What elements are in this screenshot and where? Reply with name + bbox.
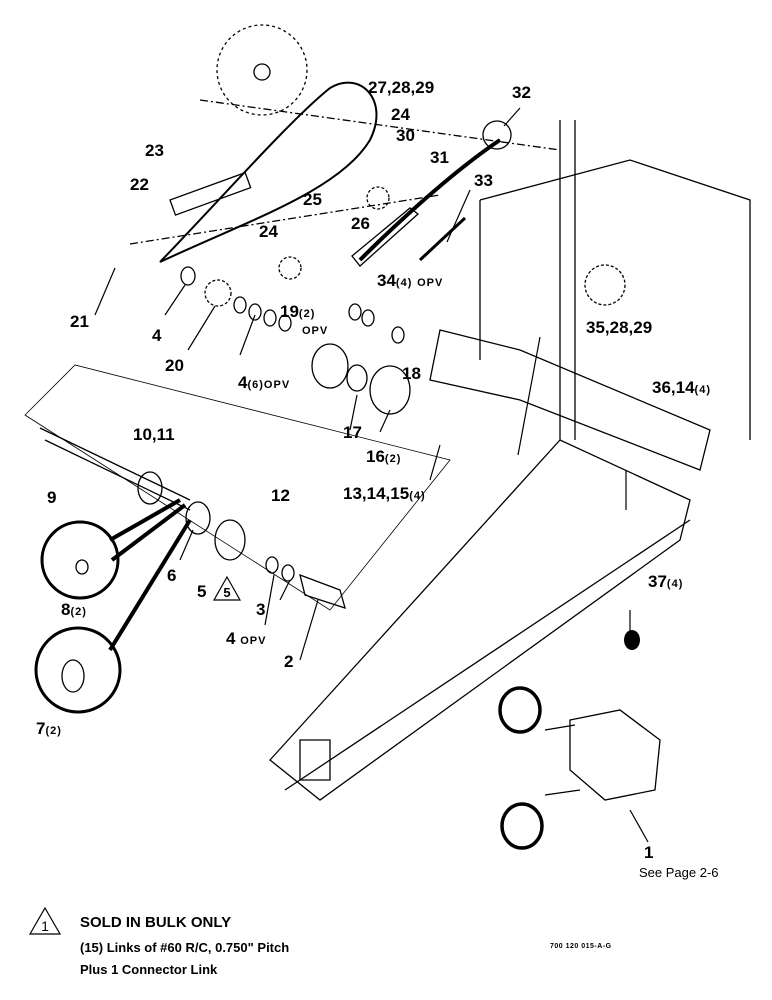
bearing-flange [311,343,349,389]
bearing-17 [346,364,368,392]
callout-18: 18 [402,364,421,383]
chain-links [169,171,252,216]
bolt-32 [482,120,512,150]
callout-22: 22 [130,175,149,194]
callout-7: 7(2) [36,719,62,738]
note-triangle-icon: 1 [28,906,62,935]
callout-25: 25 [303,190,322,209]
rotation-arrow-top [498,686,542,734]
callout-17: 17 [343,423,362,442]
detail-circle-7 [34,626,122,714]
washer-stack [180,266,405,344]
callout-31: 31 [430,148,449,167]
callout-10-11: 10,11 [133,425,175,444]
callout-21: 21 [70,312,89,331]
large-sprocket [216,24,308,116]
coupler-chain-5 [214,519,246,561]
sprocket-6 [185,501,211,535]
callout-30: 30 [396,126,415,145]
svg-text:5: 5 [223,585,230,600]
document-number: 700 120 015-A-G [550,943,612,950]
hitch-frame [269,120,751,801]
callout-33: 33 [474,171,493,190]
callout-32: 32 [512,83,531,102]
rotation-arrow-bottom [500,802,544,850]
callout-35-28-29: 35,28,29 [586,318,653,337]
callout-13-14-15: 13,14,15(4) [343,484,426,503]
callout-6: 6 [167,566,177,585]
sprocket-20 [204,279,232,307]
sprocket-24-right [366,186,390,210]
sprocket-24-left [278,256,302,280]
spring-33 [418,216,467,262]
svg-text:1: 1 [41,918,49,934]
callout-3: 3 [256,600,266,619]
tension-rod [358,138,502,262]
callout-1: 1 [644,843,654,862]
gearbox-1 [544,709,661,801]
flange-16 [369,365,411,415]
callout-4-opv: 4 OPV [226,629,267,648]
drive-shaft-9 [39,427,191,511]
callout-8: 8(2) [61,600,87,619]
callout-12: 12 [271,486,290,505]
callout-2: 2 [284,652,294,671]
washer-3 [281,564,295,582]
callout-20: 20 [165,356,184,375]
note-line-1: (15) Links of #60 R/C, 0.750" Pitch [80,940,290,955]
callout-36-14: 36,14(4) [652,378,711,397]
callout-9: 9 [47,488,57,507]
note-line-2: Plus 1 Connector Link [80,962,218,977]
callout-27-28-29: 27,28,29 [368,78,435,97]
callout-19: 19(2)OPV [280,302,329,337]
leader-lines [94,107,649,843]
callout-24-left: 24 [259,222,278,241]
drive-chain [159,81,378,263]
note-title: SOLD IN BULK ONLY [80,914,232,931]
callout-16: 16(2) [366,447,402,466]
callout-37: 37(4) [648,572,684,591]
callout-5-triangle-icon: 5 [212,575,242,601]
detail-circle-8 [40,520,120,600]
callout-4-six: 4(6)OPV [238,373,291,392]
callout-26: 26 [351,214,370,233]
idler-arm [351,207,420,267]
callout-5: 5 [197,582,207,601]
callout-34: 34(4) OPV [377,271,444,290]
callout-4-top: 4 [152,326,162,345]
callout-23: 23 [145,141,164,160]
sprocket-hub-2 [299,573,346,609]
callout-1-see-page: See Page 2-6 [639,865,719,880]
callout-24-top: 24 [391,105,410,124]
